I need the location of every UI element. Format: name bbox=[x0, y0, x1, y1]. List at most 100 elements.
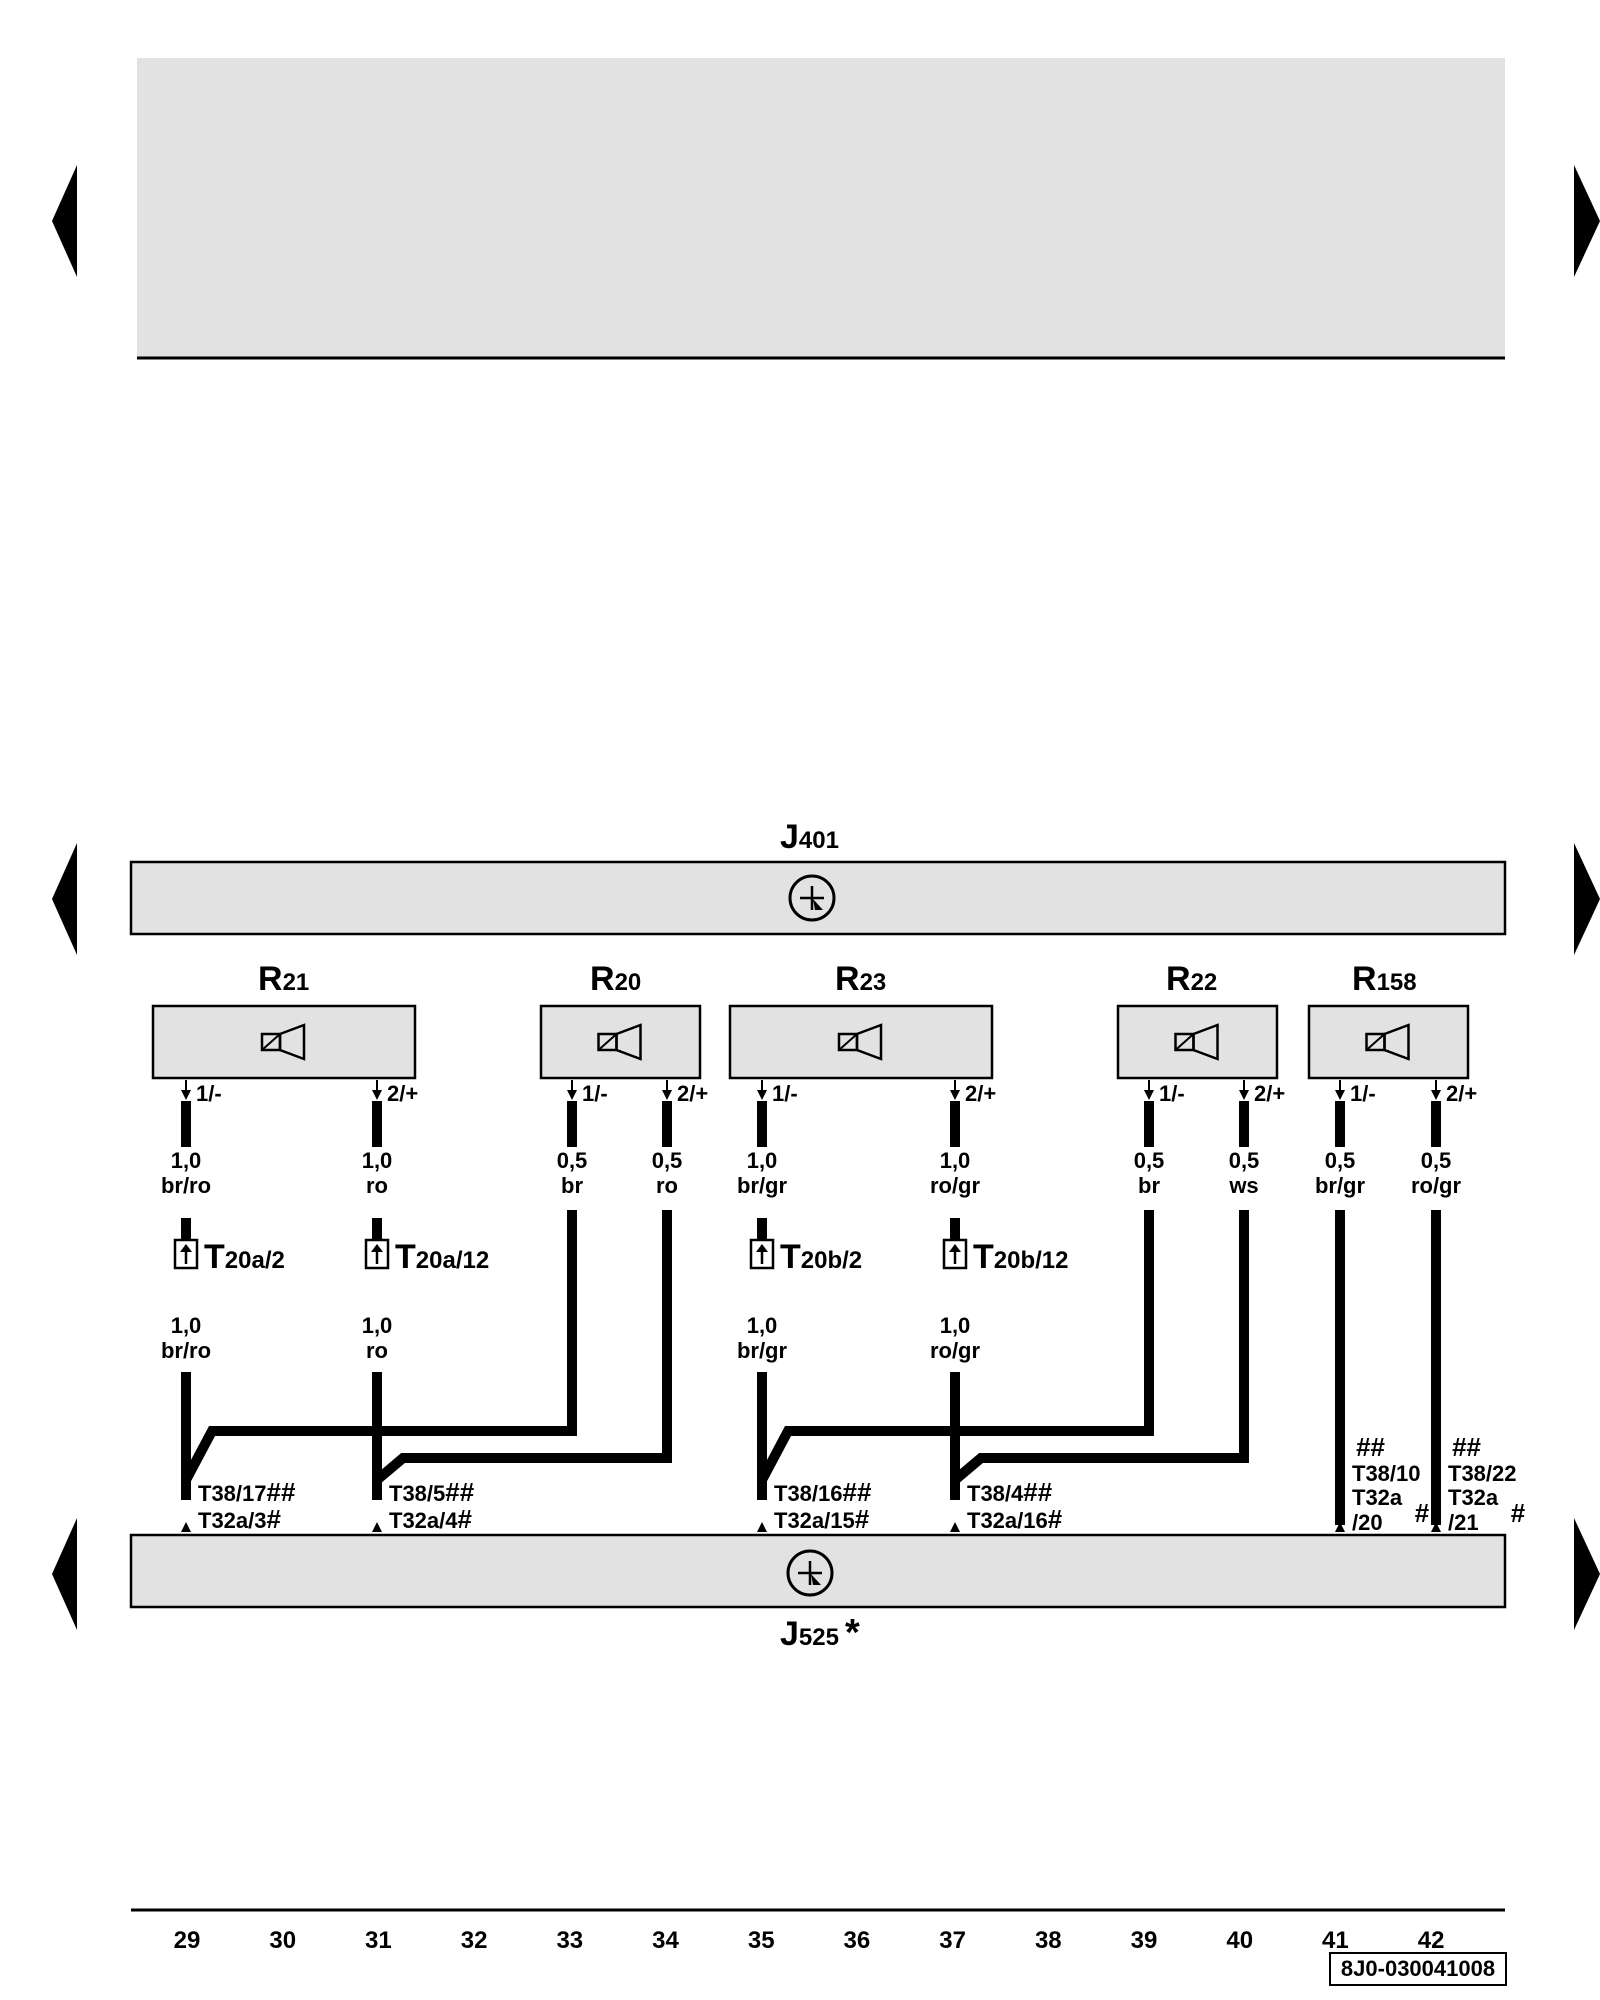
speaker-pin: 2/+ bbox=[1431, 1080, 1477, 1106]
terminal-pin: T38/16## bbox=[774, 1477, 872, 1507]
terminal-pin: T32a/16# bbox=[967, 1504, 1063, 1534]
track-number: 34 bbox=[652, 1927, 679, 1954]
wire-color: ro/gr bbox=[930, 1173, 981, 1198]
prev-page-arrow-middle[interactable] bbox=[52, 843, 77, 955]
connector-label: T20b/2 bbox=[780, 1238, 862, 1276]
terminal-mark: # bbox=[1511, 1498, 1526, 1528]
pin-label: 2/+ bbox=[1254, 1081, 1285, 1106]
speaker-label: R22 bbox=[1166, 960, 1217, 998]
inline-connector: T20a/12 bbox=[364, 1238, 489, 1276]
speaker-R158: R158 1/- 2/+ bbox=[1307, 960, 1477, 1106]
track-number: 37 bbox=[939, 1927, 966, 1954]
terminal-pin: T32a/4# bbox=[389, 1504, 473, 1534]
terminal-mark: ## bbox=[1452, 1432, 1481, 1462]
next-page-arrow-bottom[interactable] bbox=[1574, 1518, 1600, 1630]
track-number: 41 bbox=[1322, 1927, 1349, 1954]
wire-size: 0,5 bbox=[1325, 1148, 1356, 1173]
terminal-label: T38/4##T32a/16# bbox=[950, 1477, 1063, 1534]
wire bbox=[757, 1210, 1154, 1483]
terminal-pin: T32a/15# bbox=[774, 1504, 870, 1534]
speaker-pin: 2/+ bbox=[1239, 1080, 1285, 1106]
speaker-icon bbox=[597, 1023, 642, 1061]
wire bbox=[373, 1210, 672, 1484]
speaker-pin: 1/- bbox=[757, 1080, 798, 1106]
wire bbox=[181, 1210, 577, 1483]
control-unit-bottom-label: J525* bbox=[780, 1612, 860, 1654]
terminal-mark: ## bbox=[1356, 1432, 1385, 1462]
wire-size: 1,0 bbox=[940, 1148, 971, 1173]
speaker-box bbox=[539, 1004, 702, 1080]
header-panel bbox=[137, 58, 1505, 358]
inline-connector: T20b/12 bbox=[942, 1238, 1069, 1276]
wire-size: 1,0 bbox=[747, 1313, 778, 1338]
track-number: 36 bbox=[844, 1927, 871, 1954]
terminal-pin: T38/4## bbox=[967, 1477, 1053, 1507]
pin-label: 1/- bbox=[1159, 1081, 1185, 1106]
pin-label: 1/- bbox=[582, 1081, 608, 1106]
wire-size: 1,0 bbox=[362, 1148, 393, 1173]
electronic-component-icon bbox=[788, 874, 836, 922]
prev-page-arrow-bottom[interactable] bbox=[52, 1518, 77, 1630]
speaker-label: R21 bbox=[258, 960, 309, 998]
wire-label: 0,5ro/gr bbox=[1411, 1148, 1462, 1198]
wire-label: 1,0ro/gr1,0ro/gr bbox=[930, 1148, 981, 1363]
track-number: 35 bbox=[748, 1927, 775, 1954]
prev-page-arrow-top[interactable] bbox=[52, 165, 77, 277]
speaker-pin: 2/+ bbox=[950, 1080, 996, 1106]
wire-size: 0,5 bbox=[1421, 1148, 1452, 1173]
track-number: 42 bbox=[1418, 1927, 1445, 1954]
wire-color: ws bbox=[1228, 1173, 1258, 1198]
wire-color: br/gr bbox=[737, 1173, 788, 1198]
speaker-R22: R22 1/- 2/+ bbox=[1116, 960, 1285, 1106]
track-number: 38 bbox=[1035, 1927, 1062, 1954]
connector-label: T20b/12 bbox=[973, 1238, 1069, 1276]
wire bbox=[951, 1210, 1249, 1484]
track-number: 30 bbox=[269, 1927, 296, 1954]
wire-label: 0,5ro bbox=[652, 1148, 683, 1198]
wire-size: 0,5 bbox=[652, 1148, 683, 1173]
inline-connector: T20b/2 bbox=[749, 1238, 862, 1276]
next-page-arrow-top[interactable] bbox=[1574, 165, 1600, 277]
track-number: 32 bbox=[461, 1927, 488, 1954]
wire-size: 1,0 bbox=[171, 1313, 202, 1338]
wire-color: ro/gr bbox=[1411, 1173, 1462, 1198]
speaker-box bbox=[728, 1004, 994, 1080]
pin-label: 1/- bbox=[772, 1081, 798, 1106]
wire-color: br/gr bbox=[1315, 1173, 1366, 1198]
terminal-label: T38/16##T32a/15# bbox=[757, 1477, 872, 1534]
speaker-icon bbox=[260, 1023, 306, 1061]
track-number: 29 bbox=[174, 1927, 201, 1954]
speaker-icon bbox=[837, 1023, 883, 1061]
wire-size: 1,0 bbox=[940, 1313, 971, 1338]
inline-connector: T20a/2 bbox=[173, 1238, 285, 1276]
track-number: 39 bbox=[1131, 1927, 1158, 1954]
speaker-box bbox=[151, 1004, 417, 1080]
terminal-pin: /20 bbox=[1352, 1510, 1383, 1535]
speaker-pin: 2/+ bbox=[662, 1080, 708, 1106]
wire-color: ro bbox=[656, 1173, 678, 1198]
speaker-label: R158 bbox=[1352, 960, 1417, 998]
electronic-component-icon bbox=[786, 1549, 834, 1597]
wire-color: br/gr bbox=[737, 1338, 788, 1363]
wire-size: 1,0 bbox=[362, 1313, 393, 1338]
pin-label: 2/+ bbox=[387, 1081, 418, 1106]
speaker-pin: 1/- bbox=[1144, 1080, 1185, 1106]
wire-size: 0,5 bbox=[557, 1148, 588, 1173]
wire-color: br bbox=[561, 1173, 583, 1198]
document-id: 8J0-030041008 bbox=[1329, 1952, 1507, 1986]
terminal-pin: T32a bbox=[1352, 1485, 1403, 1510]
terminal-pin: T38/22 bbox=[1448, 1461, 1517, 1486]
wire-label: 0,5br/gr bbox=[1315, 1148, 1366, 1198]
next-page-arrow-middle[interactable] bbox=[1574, 843, 1600, 955]
speaker-pin: 1/- bbox=[567, 1080, 608, 1106]
pin-label: 2/+ bbox=[965, 1081, 996, 1106]
terminal-pin: T32a bbox=[1448, 1485, 1499, 1510]
speaker-pin: 1/- bbox=[1335, 1080, 1376, 1106]
terminal-label: T38/17##T32a/3# bbox=[181, 1477, 296, 1534]
wire-color: br bbox=[1138, 1173, 1160, 1198]
